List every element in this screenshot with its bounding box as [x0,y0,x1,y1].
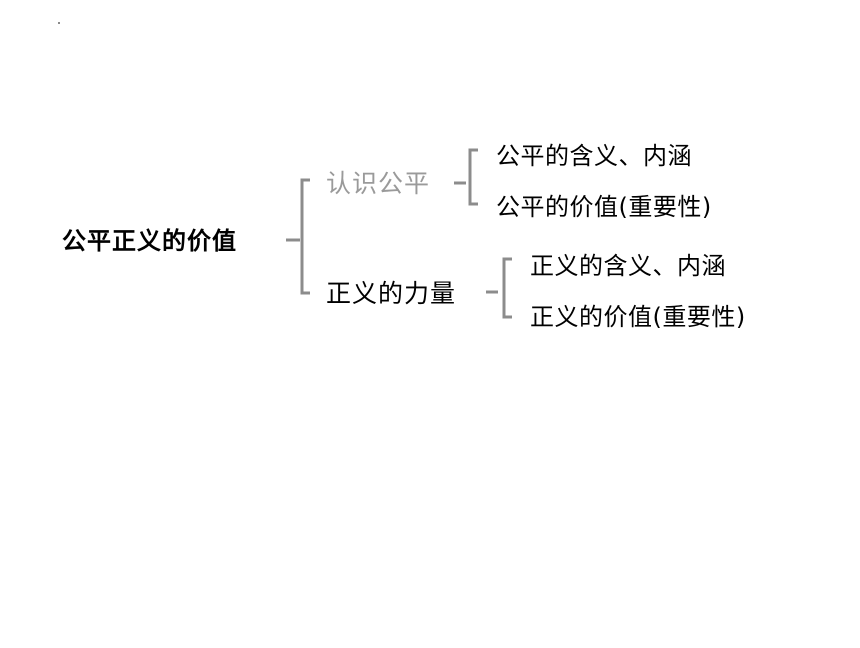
root-node: 公平正义的价值 [62,227,237,255]
branch-2-bracket [502,257,512,319]
branch-node-fairness: 认识公平 [326,169,431,198]
leaf-justice-value: 正义的价值(重要性) [530,303,746,331]
leaf-fairness-value: 公平的价值(重要性) [496,193,712,221]
branch-node-justice: 正义的力量 [326,279,457,308]
corner-dot [58,22,60,24]
leaf-justice-meaning: 正义的含义、内涵 [530,252,726,280]
branch-1-bracket [468,148,478,206]
branch-bracket [300,178,310,295]
leaf-fairness-meaning: 公平的含义、内涵 [496,142,692,170]
